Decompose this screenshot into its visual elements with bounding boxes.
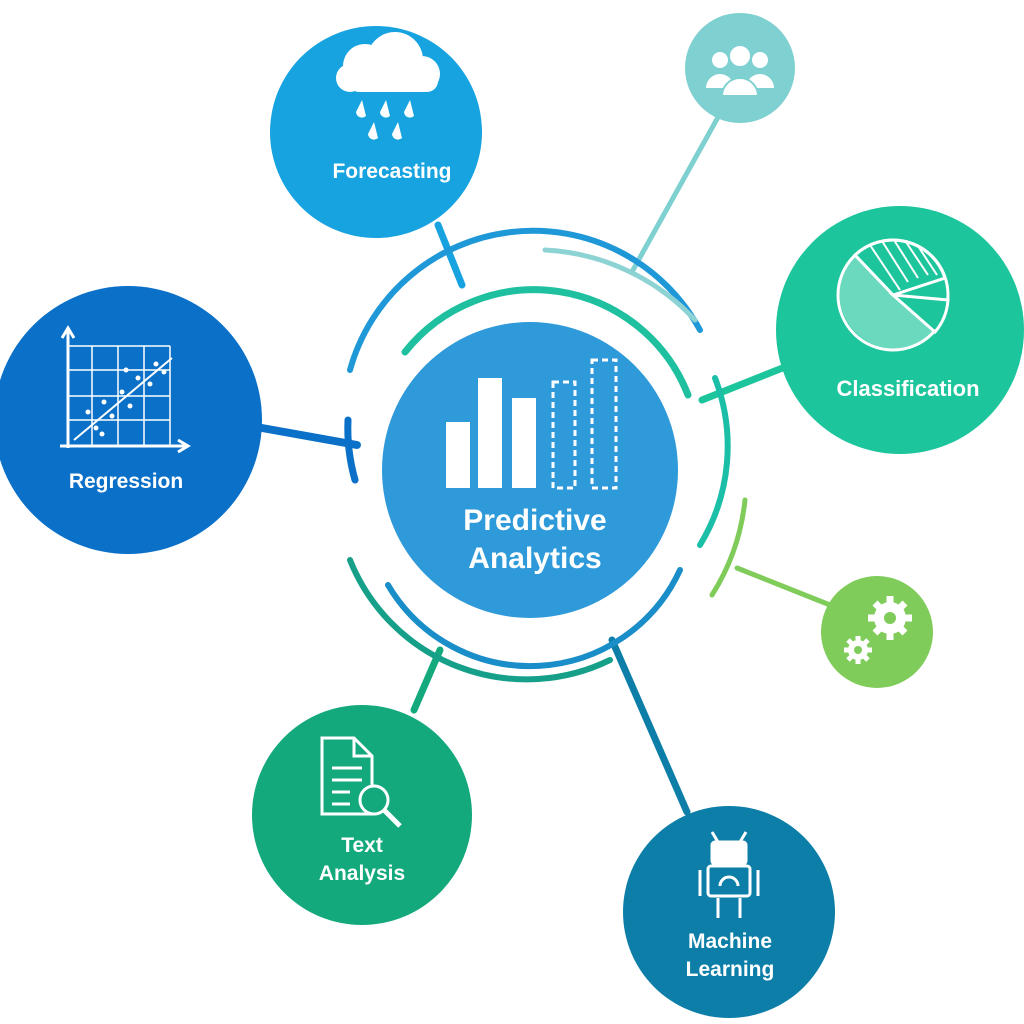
machine-learning-label-line2: Learning	[686, 958, 775, 981]
forecasting-label: Forecasting	[332, 160, 451, 183]
text-analysis-label-line2: Analysis	[319, 862, 405, 885]
outer-ring-left	[344, 416, 359, 484]
robot-icon	[698, 831, 760, 918]
people-arc	[542, 247, 698, 323]
connector-regression	[258, 424, 361, 449]
connector-people	[630, 107, 725, 273]
node-forecasting[interactable]: Forecasting	[270, 26, 482, 238]
center-node[interactable]: Predictive Analytics	[382, 322, 678, 618]
mid-ring	[401, 286, 692, 399]
regression-label: Regression	[69, 470, 183, 493]
connector-gears	[734, 565, 833, 608]
machine-learning-label-line1: Machine	[688, 930, 772, 953]
gears-icon	[844, 596, 912, 664]
connector-text-analysis	[410, 646, 444, 714]
pie-chart-icon	[836, 238, 950, 352]
classification-label: Classification	[836, 376, 979, 401]
outer-ring-top	[347, 227, 703, 373]
text-analysis-label-line1: Text	[341, 834, 383, 857]
center-title-line1: Predictive	[463, 504, 606, 537]
document-search-icon	[320, 736, 402, 828]
connector-classification	[698, 361, 794, 404]
node-machine-learning[interactable]: Machine Learning	[623, 806, 835, 1018]
bar-chart-icon	[446, 358, 618, 490]
classification-circle	[776, 206, 1024, 454]
people-group-icon	[706, 44, 774, 97]
node-regression[interactable]: Regression	[0, 286, 262, 554]
mid-ring-bottom	[385, 567, 683, 670]
node-gears[interactable]	[821, 576, 933, 688]
connectors	[258, 107, 833, 816]
outer-ring-bottom	[347, 557, 613, 683]
connector-machine-learning	[608, 636, 691, 816]
node-people[interactable]	[685, 13, 795, 123]
machine-learning-circle	[623, 806, 835, 1018]
gears-arc	[709, 497, 748, 598]
node-text-analysis[interactable]: Text Analysis	[252, 705, 472, 925]
connector-forecasting	[434, 221, 466, 289]
rain-cloud-icon	[336, 32, 440, 140]
scatter-plot-icon	[60, 325, 191, 454]
outer-ring-right	[697, 375, 731, 548]
node-classification[interactable]: Classification	[776, 206, 1024, 454]
center-title-line2: Analytics	[468, 542, 601, 575]
center-rings	[344, 227, 748, 683]
